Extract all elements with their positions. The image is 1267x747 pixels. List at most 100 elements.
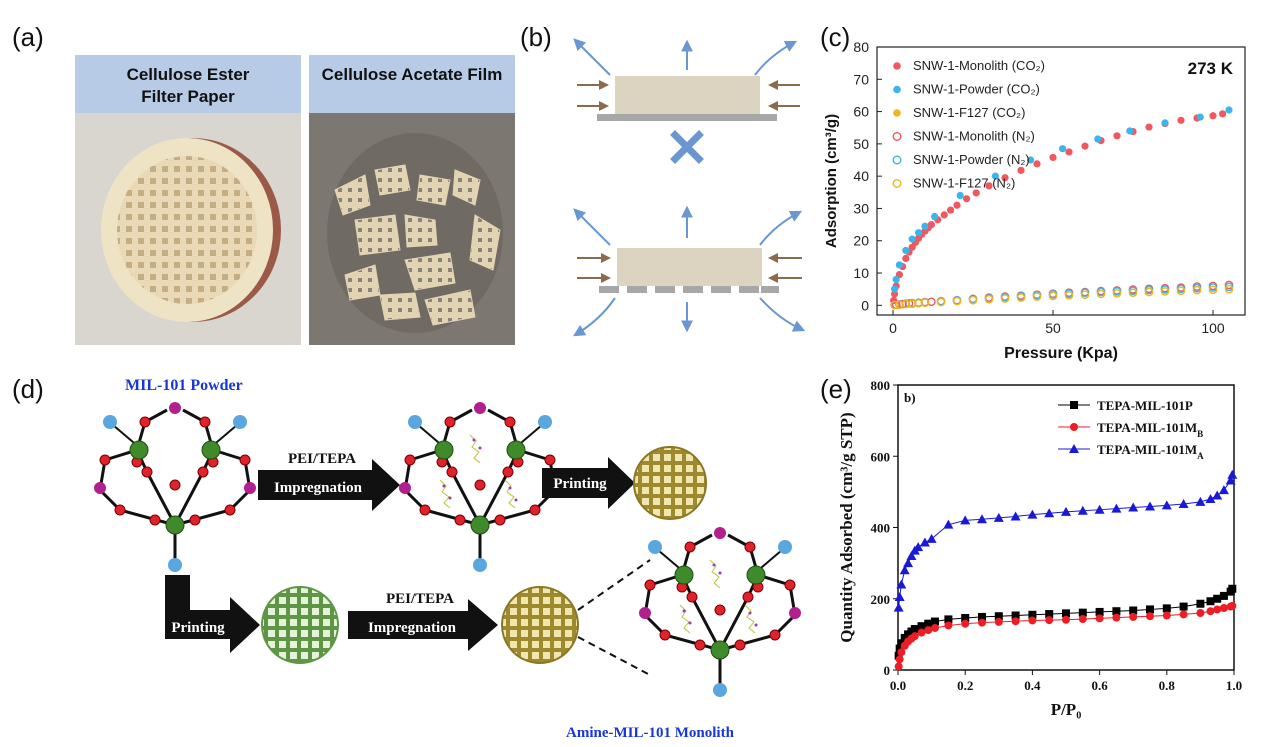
data-point: [1209, 112, 1217, 120]
data-point: [994, 612, 1003, 621]
data-point: [903, 558, 914, 568]
data-point: [906, 551, 917, 560]
data-point: [920, 298, 930, 308]
y-tick-label: 400: [871, 521, 891, 536]
data-point: [940, 211, 948, 219]
arrow-printing-bottom: [165, 575, 260, 653]
cross-icon: [670, 130, 704, 164]
data-point: [1081, 142, 1089, 150]
data-point: [921, 222, 929, 230]
legend-label: SNW-1-F127 (N₂): [913, 176, 1015, 191]
panel-label-a: (a): [12, 22, 44, 52]
data-point: [1228, 601, 1237, 610]
data-point: [1027, 509, 1038, 519]
data-point: [985, 182, 993, 190]
data-point: [1196, 599, 1205, 608]
data-point: [960, 515, 971, 525]
data-point: [1213, 605, 1222, 614]
data-point: [895, 655, 904, 664]
data-point: [993, 512, 1004, 522]
data-point: [890, 300, 899, 310]
series-line: [898, 474, 1233, 608]
data-point: [972, 189, 980, 197]
arrow-impregnation-bottom: [348, 599, 498, 651]
right-caption-box: [309, 55, 515, 113]
data-point: [930, 617, 939, 626]
y-tick-label: 60: [853, 104, 869, 120]
data-point: [1196, 113, 1204, 121]
legend-marker: [893, 85, 901, 94]
y-tick-label: 0: [861, 297, 869, 313]
data-point: [1192, 285, 1202, 295]
data-point: [1160, 287, 1170, 296]
y-axis-label: Quantity Adsorbed (cm³/g STP): [837, 412, 856, 642]
data-point: [1065, 148, 1073, 156]
step1-line2: Impregnation: [274, 480, 363, 496]
data-point: [961, 613, 970, 622]
broken-grid-fragments: [334, 164, 501, 326]
x-tick-label: 0.4: [1024, 678, 1041, 693]
data-point: [1001, 174, 1009, 182]
data-point: [1227, 469, 1238, 479]
top-design: [573, 38, 800, 164]
x-tick-label: 100: [1201, 320, 1225, 336]
data-point: [952, 296, 962, 306]
data-point: [894, 662, 903, 671]
data-point: [1064, 291, 1074, 300]
green-grid: [261, 586, 339, 664]
data-point: [927, 220, 935, 229]
data-point: [914, 299, 923, 308]
panel-annotation: b): [904, 390, 916, 405]
data-point: [1208, 285, 1218, 295]
data-point: [896, 579, 907, 589]
data-point: [994, 617, 1003, 626]
left-caption-line1: Cellulose Ester: [127, 65, 250, 84]
data-point: [927, 297, 936, 307]
data-point: [1112, 289, 1122, 298]
legend-label: SNW-1-Powder (N₂): [913, 152, 1030, 167]
step3-label: Printing: [171, 620, 225, 636]
data-point: [915, 229, 923, 237]
data-point: [1078, 608, 1087, 617]
data-point: [1078, 615, 1087, 624]
mof-unit-powder: [92, 400, 258, 574]
data-point: [901, 299, 911, 309]
data-point: [1045, 610, 1054, 619]
y-tick-label: 600: [871, 449, 891, 464]
data-point: [1070, 401, 1078, 409]
data-point: [947, 206, 955, 214]
data-point: [1176, 286, 1186, 296]
data-point: [977, 514, 987, 524]
y-tick-label: 800: [871, 378, 891, 393]
data-point: [1032, 292, 1042, 301]
x-tick-label: 1.0: [1226, 678, 1242, 693]
data-point: [978, 618, 986, 627]
data-point: [1044, 508, 1055, 518]
data-point: [891, 285, 899, 293]
data-point: [1033, 160, 1041, 168]
legend-marker: [892, 131, 902, 141]
data-point: [1225, 475, 1236, 485]
x-tick-label: 0.6: [1091, 678, 1108, 693]
y-tick-label: 10: [853, 265, 869, 281]
data-point: [978, 612, 986, 621]
data-point: [1045, 616, 1054, 625]
data-point: [908, 235, 916, 243]
data-point: [1028, 616, 1037, 625]
data-point: [1080, 290, 1090, 299]
legend-label: TEPA-MIL-101MB: [1097, 420, 1203, 439]
data-point: [924, 626, 933, 635]
panel-b-schematic: [572, 38, 806, 337]
data-point: [1161, 500, 1172, 510]
y-tick-label: 0: [884, 663, 891, 678]
data-point: [1162, 611, 1171, 620]
data-point: [1028, 610, 1037, 619]
y-tick-label: 200: [871, 592, 891, 607]
data-point: [1069, 444, 1079, 453]
data-point: [931, 212, 939, 221]
data-point: [1145, 123, 1153, 131]
legend-label: SNW-1-F127 (CO₂): [913, 105, 1025, 120]
legend-label: TEPA-MIL-101MA: [1097, 442, 1204, 461]
mof-unit-monolith: [637, 525, 803, 699]
